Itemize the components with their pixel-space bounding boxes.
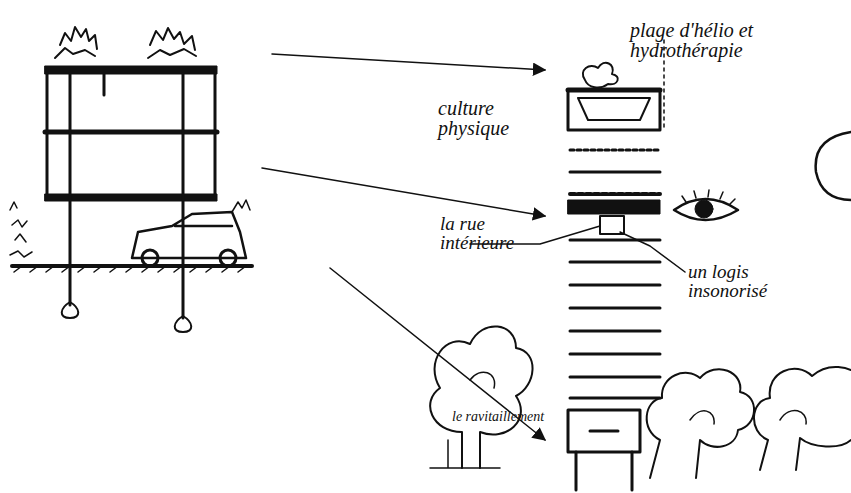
- tree: [754, 367, 851, 470]
- eye-pupil: [695, 200, 713, 218]
- shrub-scribble: [232, 200, 250, 212]
- pilotis: [631, 452, 634, 490]
- floor-line: [570, 330, 660, 333]
- dwelling-unit: [600, 216, 624, 234]
- handwritten-label: un logis insonorisé: [688, 262, 788, 300]
- tree: [430, 326, 532, 468]
- shrub-scribble: [10, 202, 32, 257]
- column-foot: [62, 302, 79, 318]
- roof-box: [568, 90, 660, 130]
- floor-line: [570, 353, 660, 356]
- roof-plants: [148, 28, 196, 58]
- eye-lash: [682, 190, 735, 204]
- partial-ellipse: [816, 132, 851, 200]
- floor-line: [570, 171, 660, 174]
- roof-slab: [568, 88, 660, 93]
- car-wheel: [142, 250, 158, 266]
- pointer-arrow: [272, 54, 545, 70]
- handwritten-label: le ravitaillement: [452, 410, 564, 424]
- floor-line: [570, 192, 660, 196]
- supply-slot: [590, 430, 618, 433]
- pointer-arrow: [262, 168, 545, 216]
- solarium-pool: [578, 98, 650, 120]
- eye: [674, 199, 738, 220]
- floor-line: [570, 284, 660, 287]
- floor-line: [570, 261, 660, 264]
- roof-plants: [55, 27, 97, 58]
- floor-line: [570, 307, 660, 310]
- floor-line: [570, 397, 660, 400]
- beam: [103, 74, 106, 95]
- handwritten-label: plage d'hélio et hydrothérapie: [630, 20, 845, 60]
- floor-line: [570, 149, 660, 152]
- cloud: [583, 63, 618, 88]
- car-wheel: [220, 250, 236, 266]
- floor-line: [570, 376, 660, 379]
- column: [182, 74, 185, 318]
- supply-box: [568, 410, 640, 452]
- floor-line: [570, 239, 660, 242]
- column: [69, 74, 72, 305]
- tree: [647, 369, 754, 478]
- handwritten-label: culture physique: [438, 98, 530, 138]
- ground-hatch: [14, 266, 246, 272]
- pilotis: [575, 452, 578, 490]
- column-foot: [175, 316, 192, 332]
- handwritten-label: la rue intérieure: [440, 214, 536, 252]
- tree-trunk: [430, 440, 500, 468]
- leader-line: [620, 232, 685, 272]
- interior-street: [568, 200, 660, 214]
